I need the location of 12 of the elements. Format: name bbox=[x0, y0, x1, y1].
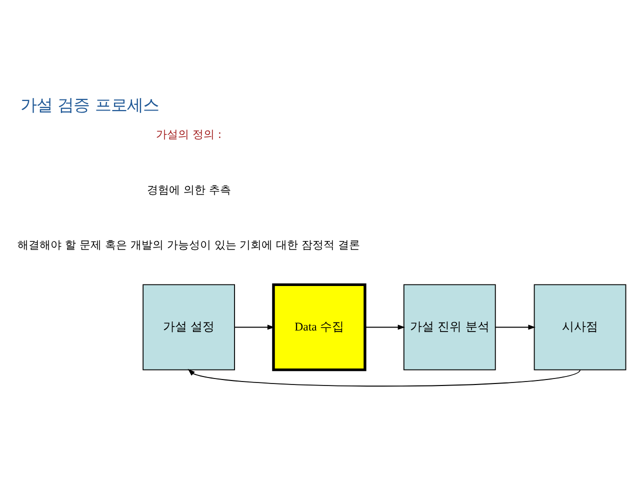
arrow bbox=[188, 368, 580, 386]
node-box: Data 수집 bbox=[272, 282, 366, 371]
label: 해결해야 할 문제 혹은 개발의 가능성이 있는 기회에 대한 잠정적 결론 bbox=[18, 238, 360, 252]
arrow bbox=[364, 324, 406, 330]
label: 경험에 의한 추측 bbox=[146, 182, 231, 196]
label: 가설의 정의 : bbox=[156, 128, 222, 141]
arrow bbox=[234, 324, 275, 330]
node-box: 가설 진위 분석 bbox=[403, 284, 496, 370]
node-box: 시사점 bbox=[534, 284, 626, 370]
node-box: 가설 설정 bbox=[142, 284, 235, 370]
arrow bbox=[495, 324, 536, 330]
diagram-title: 가설 검증 프로세스 bbox=[20, 94, 159, 114]
